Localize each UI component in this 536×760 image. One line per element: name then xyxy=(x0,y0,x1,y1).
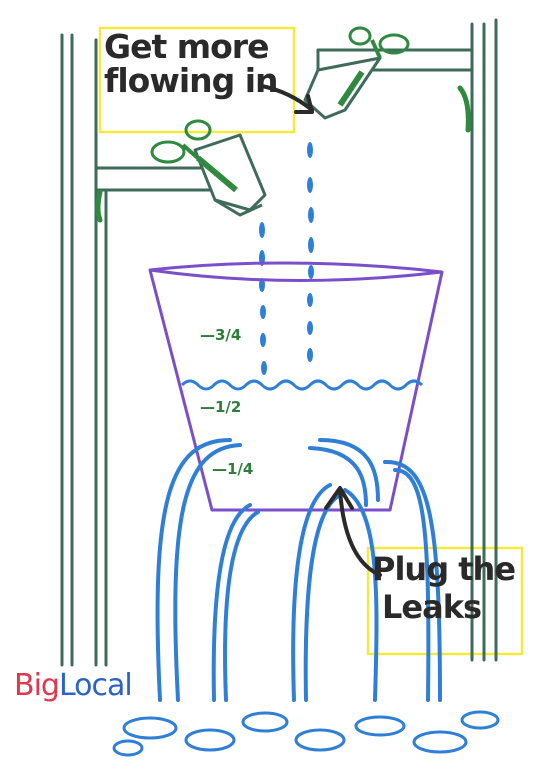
logo-local: Local xyxy=(58,668,133,703)
water-drops xyxy=(259,142,314,375)
get-more-line2: flowing in xyxy=(104,61,279,100)
arrow-plug-leaks xyxy=(324,486,382,577)
pipe-joints xyxy=(95,85,471,223)
plug-line2: Leaks xyxy=(382,588,482,626)
drop xyxy=(307,321,313,335)
highlight-box-top xyxy=(98,26,296,134)
mark-quarter: —1/4 xyxy=(212,460,254,478)
bucket xyxy=(148,261,444,512)
drop xyxy=(308,265,314,279)
drop xyxy=(307,293,313,307)
highlight-box-bottom xyxy=(366,546,524,656)
drop xyxy=(307,177,313,193)
big-local-logo: BigLocal xyxy=(14,668,133,703)
get-more-annotation: Get more flowing in xyxy=(104,30,294,130)
plug-line1: Plug the xyxy=(372,550,516,588)
drop xyxy=(307,348,313,362)
drop xyxy=(259,278,265,292)
puddle xyxy=(112,710,500,757)
highlight-boxes xyxy=(98,26,524,656)
mark-half: —1/2 xyxy=(200,398,242,416)
left-tap-icon xyxy=(150,119,267,217)
right-tap-icon xyxy=(303,26,410,120)
drop xyxy=(260,305,266,319)
arrow-get-more xyxy=(260,84,314,114)
drop xyxy=(308,237,314,253)
drop xyxy=(307,142,313,158)
drop xyxy=(259,222,265,238)
mark-three-quarter: —3/4 xyxy=(200,326,242,344)
logo-big: Big xyxy=(14,668,60,703)
leak-streams xyxy=(155,438,442,702)
get-more-line1: Get more xyxy=(104,27,269,66)
drop xyxy=(260,333,266,347)
plug-leaks-annotation: Plug the Leaks xyxy=(372,550,522,650)
drop xyxy=(261,361,267,375)
drop xyxy=(308,207,314,223)
water-surface xyxy=(180,379,424,391)
